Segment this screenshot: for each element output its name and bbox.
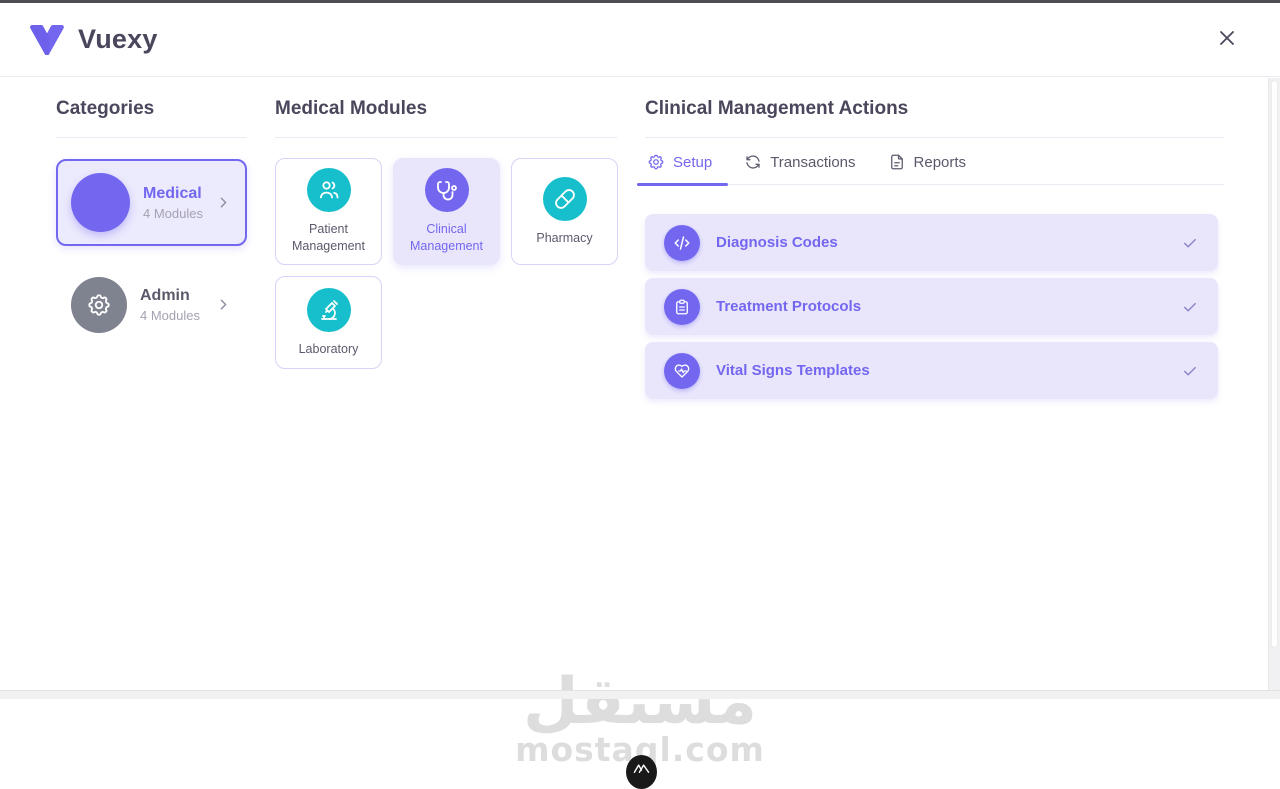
close-button[interactable] <box>1212 23 1242 53</box>
tab-setup[interactable]: Setup <box>636 147 729 186</box>
check-icon <box>1181 362 1199 380</box>
setup-action-list: Diagnosis Codes Treatment Protocols <box>645 214 1224 399</box>
microscope-icon <box>306 287 351 332</box>
document-icon <box>888 153 906 171</box>
category-card-admin[interactable]: Admin 4 Modules <box>56 261 247 348</box>
modules-grid: Patient Management Clinical Management <box>275 158 618 369</box>
category-name: Admin <box>140 286 190 304</box>
dialog-title: Vuexy <box>78 24 158 54</box>
tab-reports[interactable]: Reports <box>886 147 969 184</box>
tab-transactions[interactable]: Transactions <box>742 147 857 184</box>
page-scrollbar[interactable] <box>1268 78 1280 690</box>
refresh-icon <box>744 153 762 171</box>
gear-icon <box>86 292 112 318</box>
heart-pulse-icon <box>664 352 700 389</box>
window-top-edge <box>0 0 1280 3</box>
dialog-body: Categories Medical 4 Modules <box>0 78 1280 789</box>
dialog-header: Vuexy <box>0 3 1280 77</box>
chevron-right-icon <box>215 194 232 211</box>
category-card-medical[interactable]: Medical 4 Modules <box>56 159 247 246</box>
modules-section: Medical Modules Patient Management <box>275 78 618 369</box>
module-card-pharmacy[interactable]: Pharmacy <box>511 158 618 265</box>
tab-label: Transactions <box>770 153 856 171</box>
check-icon <box>1181 298 1199 316</box>
action-row-vital-signs-templates[interactable]: Vital Signs Templates <box>645 342 1218 399</box>
module-card-laboratory[interactable]: Laboratory <box>275 276 382 369</box>
mountains-icon <box>633 762 650 774</box>
mostaql-logo-badge <box>626 755 657 789</box>
categories-title: Categories <box>56 78 247 138</box>
actions-section: Clinical Management Actions Setup <box>636 78 1224 406</box>
gear-icon <box>647 153 665 171</box>
chevron-right-icon <box>215 296 232 313</box>
code-icon <box>664 224 700 261</box>
medical-text: Medical 4 Modules <box>143 185 203 221</box>
watermark-arabic-text: مستقل <box>522 665 758 739</box>
action-label: Treatment Protocols <box>716 298 862 315</box>
action-label: Diagnosis Codes <box>716 234 838 251</box>
actions-tabs: Setup Transactions <box>636 147 1224 186</box>
tab-label: Setup <box>673 153 713 171</box>
admin-text: Admin 4 Modules <box>140 287 200 323</box>
page-bottom-edge <box>0 690 1280 699</box>
module-card-patient-management[interactable]: Patient Management <box>275 158 382 265</box>
patients-icon <box>306 168 351 213</box>
pill-icon <box>542 176 587 221</box>
module-label: Patient Management <box>292 222 365 253</box>
module-card-clinical-management[interactable]: Clinical Management <box>393 158 500 265</box>
scrollbar-thumb[interactable] <box>1271 80 1278 648</box>
tab-label: Reports <box>913 153 967 171</box>
category-modules-count: 4 Modules <box>143 205 203 221</box>
category-name: Medical <box>143 184 202 202</box>
action-row-treatment-protocols[interactable]: Treatment Protocols <box>645 278 1218 335</box>
category-modules-count: 4 Modules <box>140 307 200 323</box>
admin-avatar <box>71 276 127 333</box>
actions-title: Clinical Management Actions <box>645 78 1224 138</box>
module-label: Pharmacy <box>536 230 593 245</box>
vuexy-logo-icon <box>28 24 66 56</box>
medical-avatar <box>71 173 130 232</box>
action-label: Vital Signs Templates <box>716 362 870 379</box>
action-row-diagnosis-codes[interactable]: Diagnosis Codes <box>645 214 1218 271</box>
stethoscope-icon <box>424 168 469 213</box>
check-icon <box>1181 234 1199 252</box>
clipboard-icon <box>664 288 700 325</box>
modules-title: Medical Modules <box>275 78 617 138</box>
module-label: Laboratory <box>298 341 359 356</box>
categories-section: Categories Medical 4 Modules <box>56 78 247 348</box>
module-label: Clinical Management <box>410 222 483 253</box>
close-icon <box>1215 26 1239 50</box>
